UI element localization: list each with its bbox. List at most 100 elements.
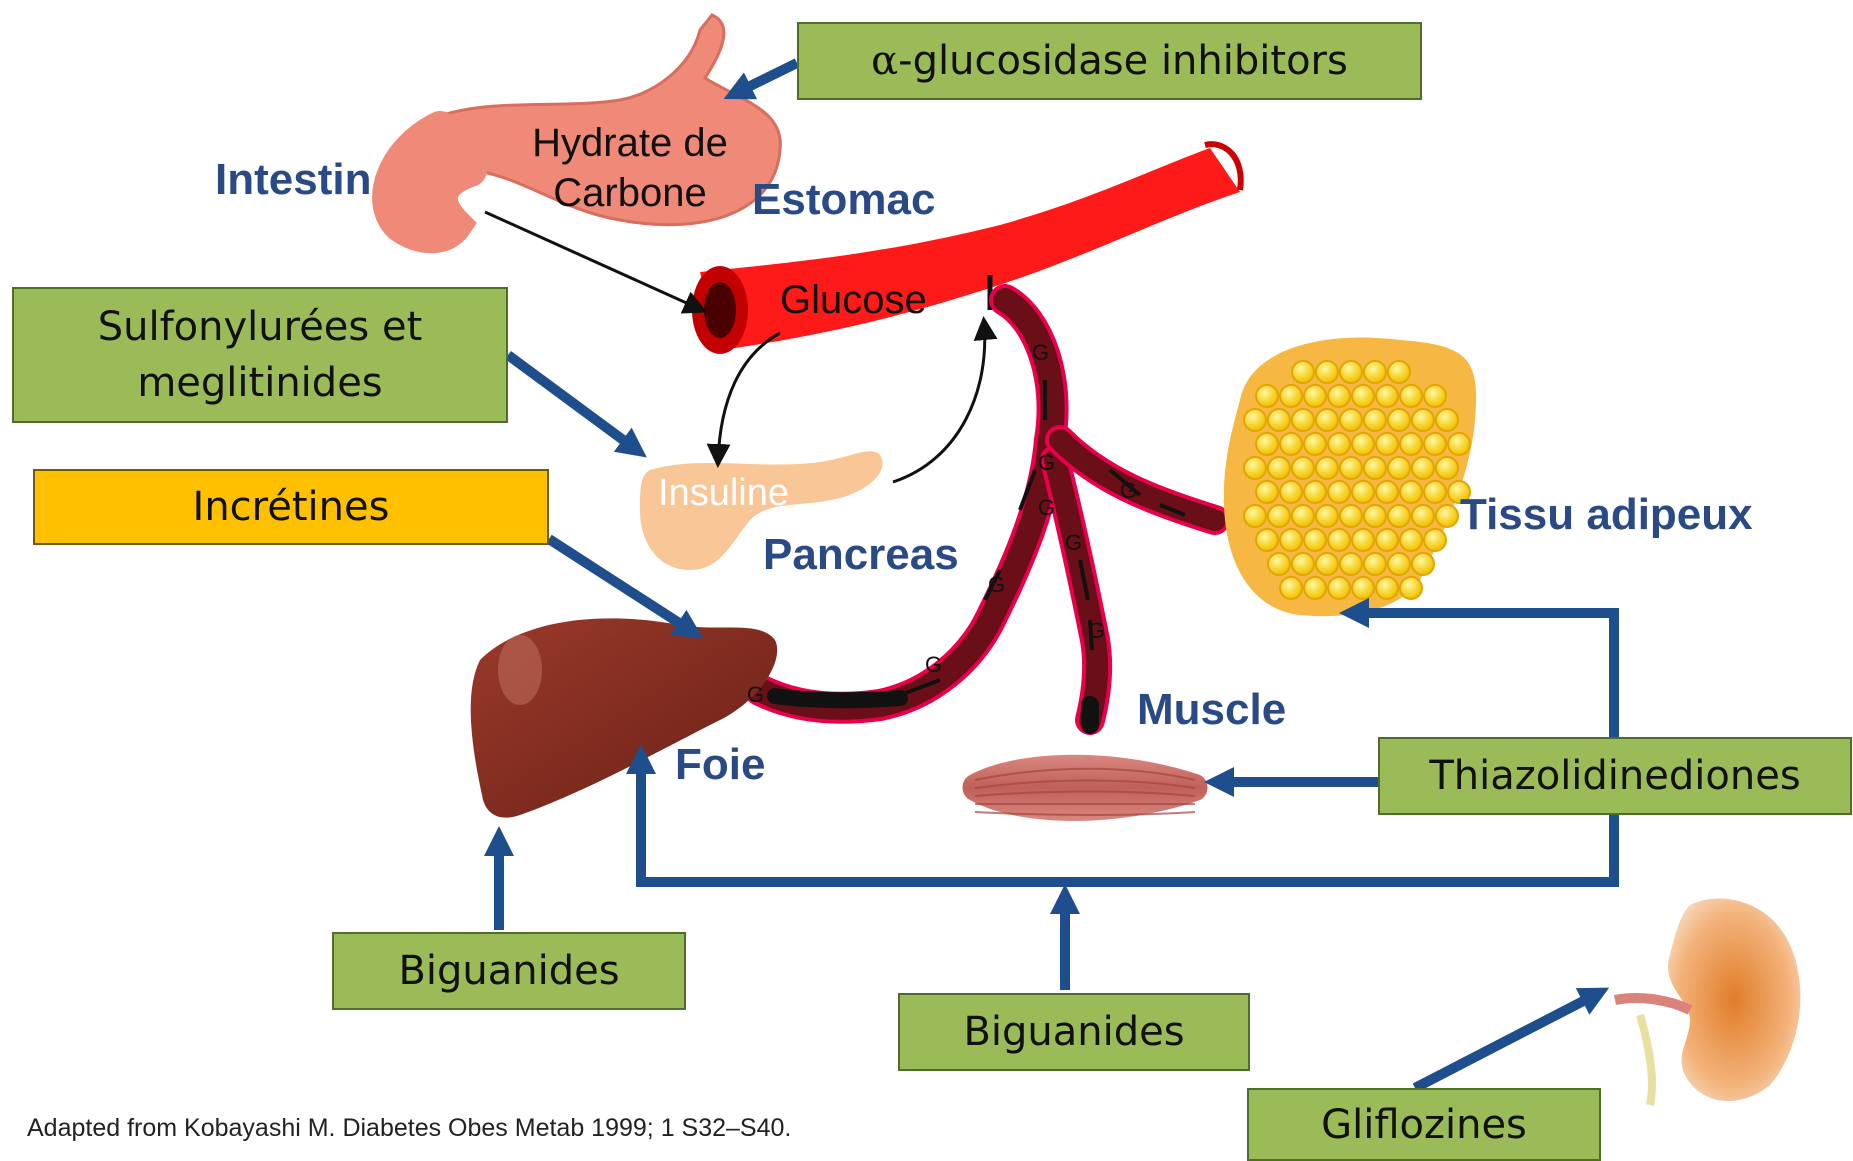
vessel-g-marker: G bbox=[1032, 340, 1049, 365]
fat-cell bbox=[1364, 409, 1386, 431]
kidney-icon bbox=[1615, 898, 1800, 1105]
fat-cell bbox=[1412, 409, 1434, 431]
fat-cell bbox=[1340, 409, 1362, 431]
insuline-label: Insuline bbox=[658, 470, 789, 518]
alpha-symbol: α bbox=[871, 33, 898, 89]
fat-cell bbox=[1364, 361, 1386, 383]
fat-cell bbox=[1304, 577, 1326, 599]
arrow-sulfonylurees bbox=[508, 355, 634, 448]
source-footnote: Adapted from Kobayashi M. Diabetes Obes … bbox=[27, 1114, 791, 1143]
adipose-tissue-icon bbox=[1224, 338, 1476, 617]
fat-cell bbox=[1400, 529, 1422, 551]
fat-cell bbox=[1256, 481, 1278, 503]
fat-cell bbox=[1316, 361, 1338, 383]
fat-cell bbox=[1268, 553, 1290, 575]
fat-cell bbox=[1316, 505, 1338, 527]
arrow-gliflozines bbox=[1415, 995, 1595, 1088]
fat-cell bbox=[1352, 529, 1374, 551]
fat-cell bbox=[1424, 385, 1446, 407]
fat-cell bbox=[1340, 553, 1362, 575]
fat-cell bbox=[1268, 409, 1290, 431]
fat-cell bbox=[1352, 577, 1374, 599]
vessel-branches bbox=[760, 300, 1215, 725]
organ-label-muscle: Muscle bbox=[1137, 685, 1286, 736]
fat-cell bbox=[1340, 361, 1362, 383]
fat-cell bbox=[1376, 385, 1398, 407]
vessel-g-marker: G bbox=[1038, 495, 1055, 520]
organ-label-foie: Foie bbox=[675, 740, 765, 791]
fat-cell bbox=[1292, 361, 1314, 383]
fat-cell bbox=[1424, 433, 1446, 455]
fat-cell bbox=[1292, 457, 1314, 479]
fat-cell bbox=[1424, 529, 1446, 551]
vessel-g-marker: G bbox=[925, 652, 942, 677]
fat-cell bbox=[1364, 505, 1386, 527]
fat-cell bbox=[1244, 409, 1266, 431]
fat-cell bbox=[1328, 529, 1350, 551]
drug-box-thiazolidinediones: Thiazolidinediones bbox=[1378, 737, 1852, 815]
vessel-g-marker: G bbox=[1038, 450, 1055, 475]
fat-cell bbox=[1328, 577, 1350, 599]
fat-cell bbox=[1256, 529, 1278, 551]
drug-box-alpha-glucosidase-inhibitors: α-glucosidase inhibitors bbox=[797, 22, 1422, 100]
fat-cell bbox=[1436, 457, 1458, 479]
drug-box-biguanides-center: Biguanides bbox=[898, 993, 1250, 1071]
fat-cell bbox=[1268, 505, 1290, 527]
fat-cell bbox=[1304, 481, 1326, 503]
fat-cell bbox=[1352, 481, 1374, 503]
fat-cell bbox=[1316, 553, 1338, 575]
fat-cell bbox=[1256, 385, 1278, 407]
fat-cell bbox=[1364, 457, 1386, 479]
fat-cell bbox=[1280, 433, 1302, 455]
glucose-label: Glucose bbox=[780, 275, 927, 325]
drug-box-gliflozines: Gliflozines bbox=[1247, 1088, 1601, 1161]
organ-label-tissu-adipeux: Tissu adipeux bbox=[1460, 490, 1753, 541]
fat-cell bbox=[1388, 361, 1410, 383]
drug-box-sulfonylurees-meglitinides: Sulfonylurées et meglitinides bbox=[12, 287, 508, 423]
vessel-g-marker: G bbox=[1088, 618, 1105, 643]
arrow-alpha-glucosidase bbox=[738, 63, 797, 92]
fat-cell bbox=[1352, 385, 1374, 407]
drug-box-incretines: Incrétines bbox=[33, 469, 549, 545]
fat-cell bbox=[1280, 481, 1302, 503]
fat-cell bbox=[1340, 457, 1362, 479]
fat-cell bbox=[1400, 577, 1422, 599]
fat-cell bbox=[1328, 385, 1350, 407]
fat-cell bbox=[1400, 385, 1422, 407]
fat-cell bbox=[1292, 505, 1314, 527]
fat-cell bbox=[1412, 553, 1434, 575]
fat-cell bbox=[1388, 409, 1410, 431]
fat-cell bbox=[1376, 577, 1398, 599]
fat-cell bbox=[1412, 505, 1434, 527]
fat-cell bbox=[1316, 457, 1338, 479]
fat-cell bbox=[1376, 529, 1398, 551]
fat-cell bbox=[1448, 433, 1470, 455]
fat-cell bbox=[1388, 553, 1410, 575]
fat-cell bbox=[1316, 409, 1338, 431]
fat-cell bbox=[1388, 457, 1410, 479]
fat-cell bbox=[1304, 433, 1326, 455]
fat-cell bbox=[1244, 457, 1266, 479]
fat-cell bbox=[1400, 433, 1422, 455]
fat-cell bbox=[1280, 529, 1302, 551]
fat-cell bbox=[1304, 385, 1326, 407]
drug-box-biguanides-left: Biguanides bbox=[332, 932, 686, 1010]
fat-cell bbox=[1268, 457, 1290, 479]
fat-cell bbox=[1304, 529, 1326, 551]
organ-label-pancreas: Pancreas bbox=[763, 530, 959, 581]
fat-cell bbox=[1328, 433, 1350, 455]
vessel-g-marker: G bbox=[1065, 530, 1082, 555]
fat-cell bbox=[1376, 433, 1398, 455]
fat-cell bbox=[1244, 505, 1266, 527]
fat-cell bbox=[1436, 505, 1458, 527]
fat-cell bbox=[1256, 433, 1278, 455]
fat-cell bbox=[1280, 385, 1302, 407]
fat-cell bbox=[1436, 409, 1458, 431]
organ-label-intestin: Intestin bbox=[215, 155, 371, 206]
fat-cell bbox=[1328, 481, 1350, 503]
fat-cell bbox=[1388, 505, 1410, 527]
fat-cell bbox=[1352, 433, 1374, 455]
vessel-g-marker: G bbox=[1120, 478, 1137, 503]
fat-cell bbox=[1424, 481, 1446, 503]
fat-cell bbox=[1400, 481, 1422, 503]
